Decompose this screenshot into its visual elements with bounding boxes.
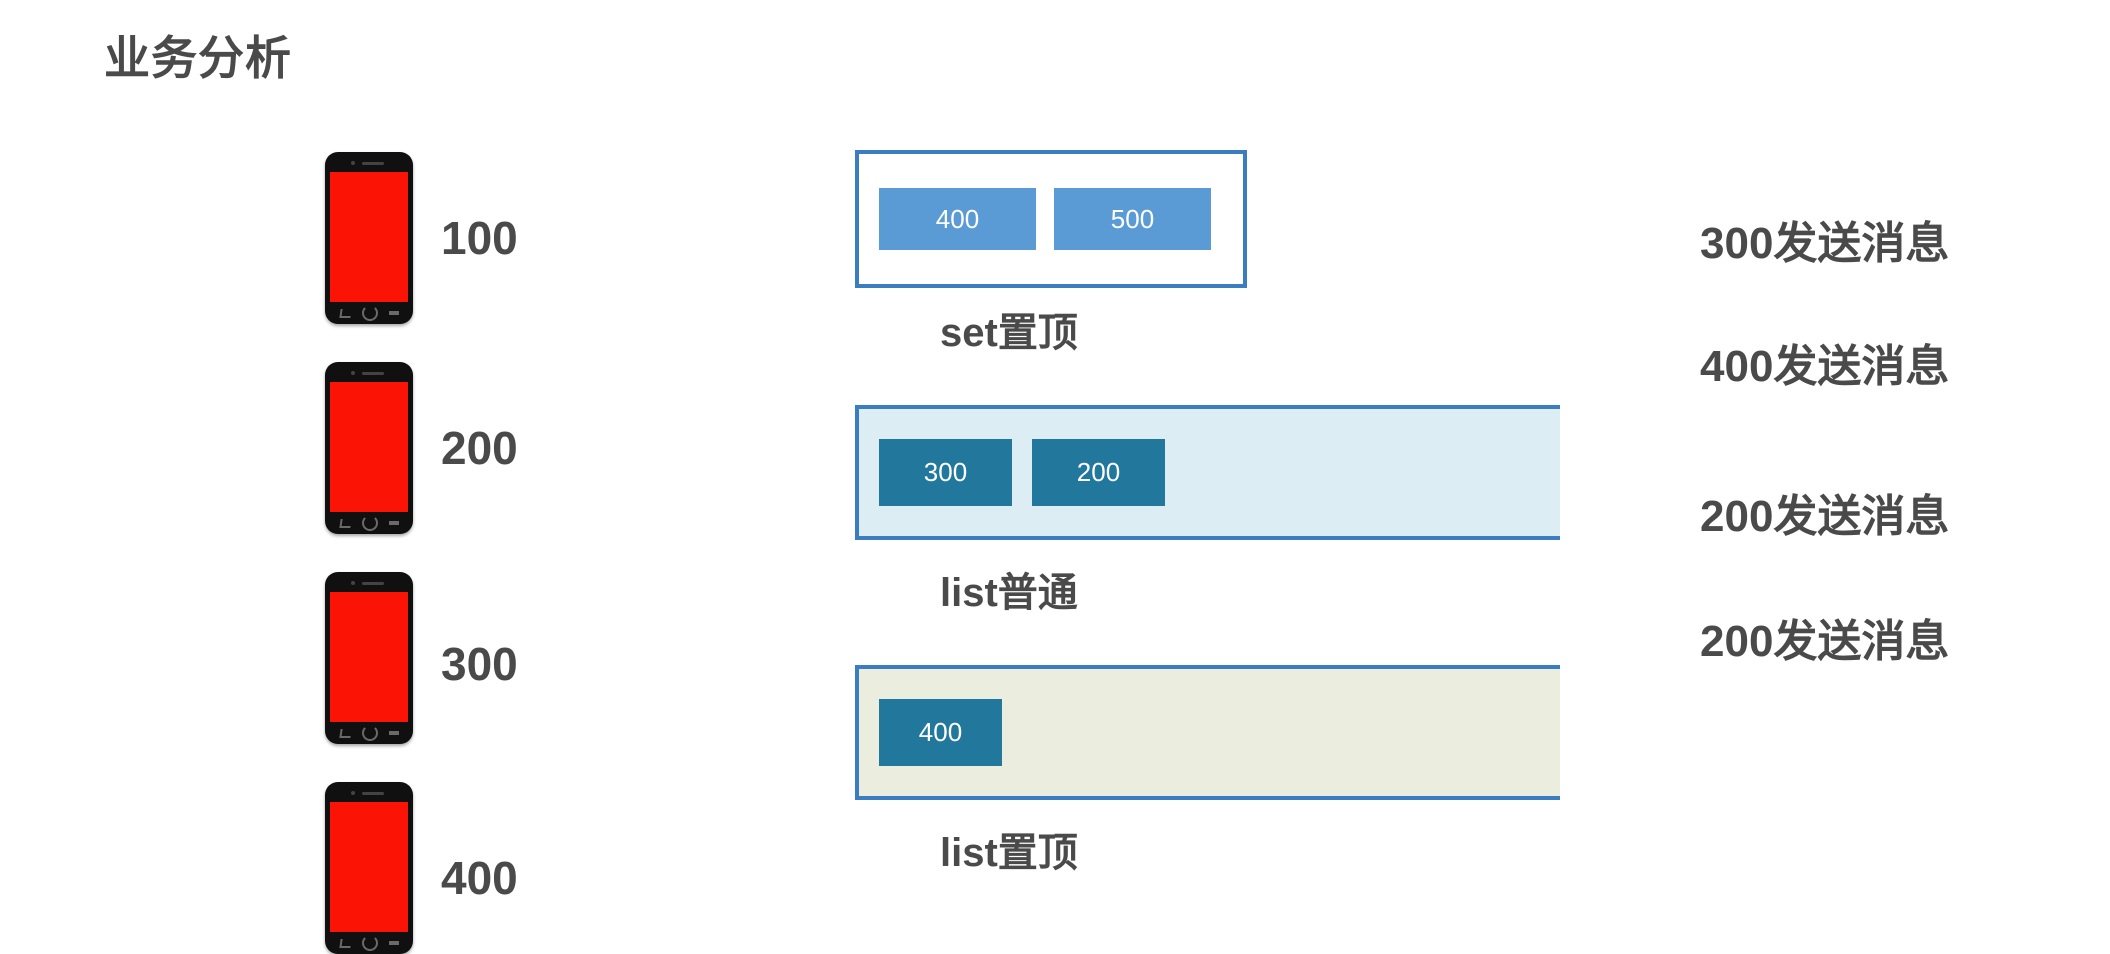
bucket-caption-set-top: set置顶 xyxy=(940,311,1078,355)
bucket-chip: 200 xyxy=(1032,439,1165,506)
phone-camera-icon xyxy=(351,371,355,375)
bucket-caption-list-normal: list普通 xyxy=(940,571,1078,615)
phone-navbar xyxy=(325,305,413,321)
phone-screen xyxy=(330,172,408,302)
phone-speaker-icon xyxy=(362,372,384,375)
back-arrow-icon xyxy=(338,308,352,318)
home-circle-icon xyxy=(361,935,378,951)
phone-speaker-icon xyxy=(362,582,384,585)
device-value-label: 300 xyxy=(441,638,518,690)
bucket-set-top: 400 500 xyxy=(855,150,1247,288)
phone-navbar xyxy=(325,515,413,531)
bucket-caption-list-top: list置顶 xyxy=(940,831,1078,875)
device-row: 400 xyxy=(325,782,518,954)
back-arrow-icon xyxy=(338,938,352,948)
phone-camera-icon xyxy=(351,581,355,585)
phone-camera-icon xyxy=(351,161,355,165)
device-value-label: 200 xyxy=(441,422,518,474)
message-item: 200发送消息 xyxy=(1700,617,1950,666)
phone-speaker-icon xyxy=(362,162,384,165)
device-row: 300 xyxy=(325,572,518,744)
page-title: 业务分析 xyxy=(104,32,292,84)
home-circle-icon xyxy=(361,515,378,531)
phone-screen xyxy=(330,382,408,512)
phone-icon xyxy=(325,152,413,324)
message-item: 300发送消息 xyxy=(1700,219,1950,268)
phone-icon xyxy=(325,782,413,954)
device-row: 200 xyxy=(325,362,518,534)
phone-icon xyxy=(325,572,413,744)
device-value-label: 100 xyxy=(441,212,518,264)
phone-navbar xyxy=(325,725,413,741)
phone-camera-icon xyxy=(351,791,355,795)
recents-square-icon xyxy=(388,941,399,945)
device-row: 100 xyxy=(325,152,518,324)
phone-navbar xyxy=(325,935,413,951)
phone-speaker-icon xyxy=(362,792,384,795)
bucket-chip: 400 xyxy=(879,188,1036,250)
bucket-chip: 400 xyxy=(879,699,1002,766)
recents-square-icon xyxy=(388,311,399,315)
back-arrow-icon xyxy=(338,728,352,738)
message-item: 400发送消息 xyxy=(1700,342,1950,391)
bucket-list-normal: 300 200 xyxy=(855,405,1560,540)
device-value-label: 400 xyxy=(441,852,518,904)
recents-square-icon xyxy=(388,521,399,525)
recents-square-icon xyxy=(388,731,399,735)
phone-screen xyxy=(330,802,408,932)
bucket-chip: 500 xyxy=(1054,188,1211,250)
message-item: 200发送消息 xyxy=(1700,492,1950,541)
bucket-list-top: 400 xyxy=(855,665,1560,800)
back-arrow-icon xyxy=(338,518,352,528)
home-circle-icon xyxy=(361,725,378,741)
home-circle-icon xyxy=(361,305,378,321)
phone-screen xyxy=(330,592,408,722)
phone-icon xyxy=(325,362,413,534)
bucket-chip: 300 xyxy=(879,439,1012,506)
